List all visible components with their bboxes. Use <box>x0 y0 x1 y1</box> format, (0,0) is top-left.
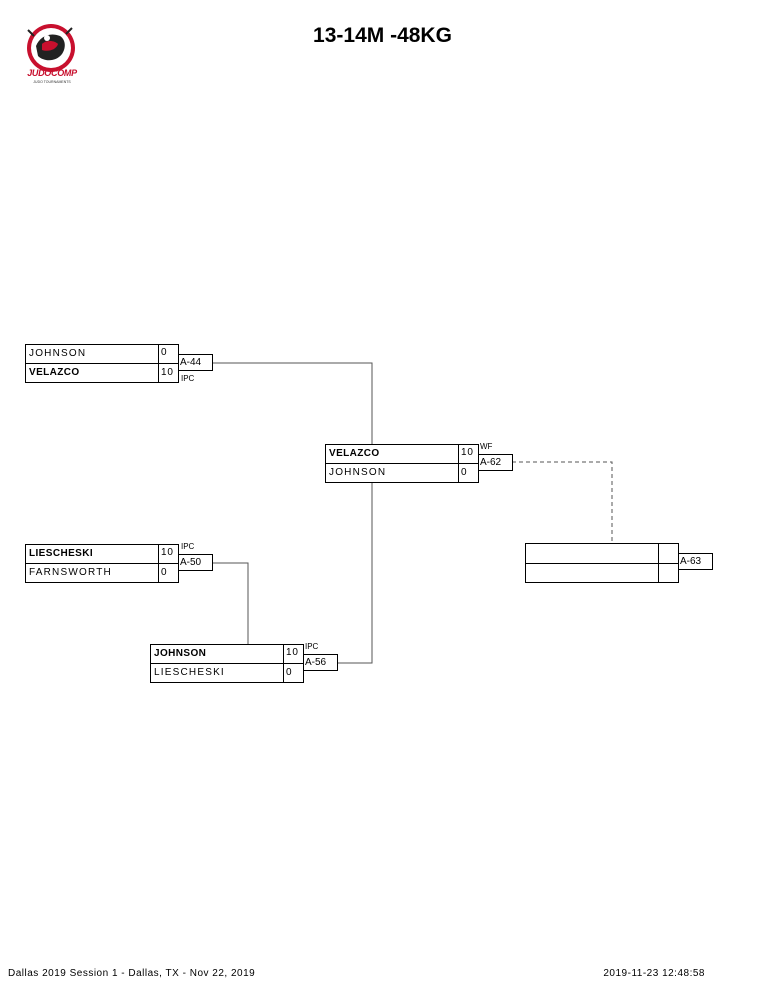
competitor-row: JOHNSON <box>26 345 178 363</box>
competitor-score: 10 <box>161 367 174 378</box>
competitor-row: VELAZCO <box>326 445 478 463</box>
win-type: IPC <box>181 374 195 383</box>
logo-subtext: JUDO TOURNAMENTS <box>33 80 71 84</box>
competitor-row: JOHNSON <box>326 464 478 482</box>
connector-a56-a62 <box>337 483 373 664</box>
event-info: Dallas 2019 Session 1 - Dallas, TX - Nov… <box>8 968 256 979</box>
competitor-name: JOHNSON <box>329 467 387 478</box>
judocomp-logo <box>27 24 75 72</box>
competitor-name: JOHNSON <box>154 648 207 659</box>
competitor-score: 10 <box>286 647 299 658</box>
logo-text: JUDOCOMP <box>27 68 77 78</box>
match-a63 <box>525 543 679 583</box>
connector-a50-a56 <box>212 562 249 644</box>
connector-a44-a62 <box>212 362 373 444</box>
competitor-row: FARNSWORTH <box>26 564 178 582</box>
print-timestamp: 2019-11-23 12:48:58 <box>603 968 705 979</box>
competitor-row: LIESCHESKI <box>26 545 178 563</box>
match-a56: JOHNSON LIESCHESKI 10 0 <box>150 644 304 683</box>
win-type: WF <box>480 442 493 451</box>
competitor-name: VELAZCO <box>329 448 380 459</box>
competitor-name: JOHNSON <box>29 348 87 359</box>
competitor-score: 0 <box>461 467 468 478</box>
match-id-a56: A-56 <box>303 654 338 671</box>
competitor-row: VELAZCO <box>26 364 178 382</box>
match-id-a50: A-50 <box>178 554 213 571</box>
match-id-a62: A-62 <box>478 454 513 471</box>
competitor-score: 10 <box>161 547 174 558</box>
competitor-name: VELAZCO <box>29 367 80 378</box>
competitor-score: 0 <box>286 667 293 678</box>
competitor-score: 0 <box>161 347 168 358</box>
competitor-row <box>526 563 678 581</box>
competitor-row: JOHNSON <box>151 645 303 663</box>
competitor-row <box>526 544 678 562</box>
competitor-row: LIESCHESKI <box>151 664 303 682</box>
competitor-name: LIESCHESKI <box>154 667 225 678</box>
match-a44: JOHNSON VELAZCO 0 10 <box>25 344 179 383</box>
match-a62: VELAZCO JOHNSON 10 0 <box>325 444 479 483</box>
bracket-title: 13-14M -48KG <box>313 24 452 47</box>
competitor-name: LIESCHESKI <box>29 548 94 559</box>
competitor-score: 0 <box>161 567 168 578</box>
match-a50: LIESCHESKI FARNSWORTH 10 0 <box>25 544 179 583</box>
win-type: IPC <box>181 542 195 551</box>
match-id-a63: A-63 <box>678 553 713 570</box>
connector-a62-a63 <box>512 461 613 543</box>
match-id-a44: A-44 <box>178 354 213 371</box>
competitor-score: 10 <box>461 447 474 458</box>
competitor-name: FARNSWORTH <box>29 567 112 578</box>
win-type: IPC <box>305 642 319 651</box>
